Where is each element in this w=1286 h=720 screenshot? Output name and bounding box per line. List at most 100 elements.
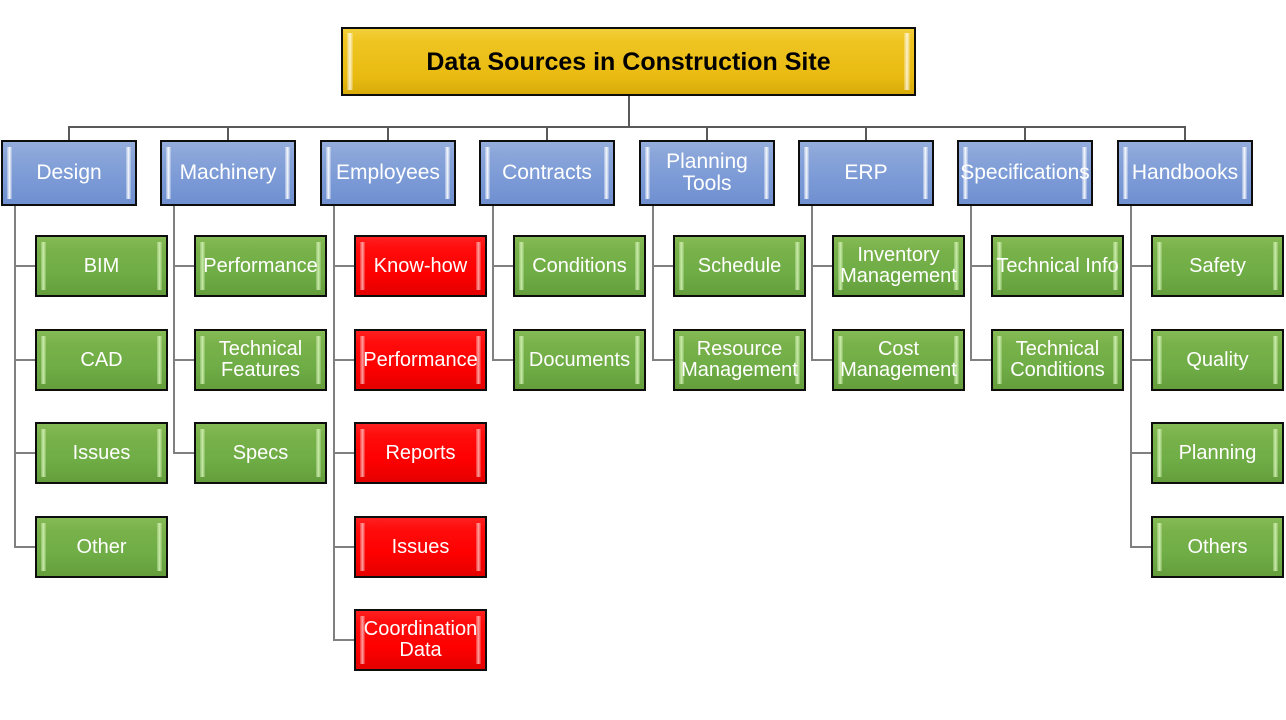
leaf-node-label: Cost Management bbox=[840, 338, 957, 381]
leaf-node-label: Technical Info bbox=[996, 254, 1119, 277]
leaf-node-label: Issues bbox=[391, 535, 450, 558]
root-node-label: Data Sources in Construction Site bbox=[426, 47, 831, 76]
leaf-node-label: Specs bbox=[232, 441, 289, 464]
connector-bus-drop bbox=[387, 126, 389, 140]
leaf-node-design-other[interactable]: Other bbox=[35, 516, 168, 578]
leaf-node-label: BIM bbox=[83, 254, 120, 277]
connector-bus bbox=[69, 126, 1185, 128]
leaf-node-specifications-technical-conditions[interactable]: Technical Conditions bbox=[991, 329, 1124, 391]
leaf-node-machinery-technical-features[interactable]: Technical Features bbox=[194, 329, 327, 391]
connector-bus-drop bbox=[1184, 126, 1186, 140]
connector-child-stub bbox=[333, 639, 354, 641]
leaf-node-specifications-technical-info[interactable]: Technical Info bbox=[991, 235, 1124, 297]
branch-node-contracts[interactable]: Contracts bbox=[479, 140, 615, 206]
connector-bus-drop bbox=[1024, 126, 1026, 140]
branch-node-design[interactable]: Design bbox=[1, 140, 137, 206]
connector-child-stub bbox=[173, 452, 194, 454]
leaf-node-label: Others bbox=[1187, 535, 1248, 558]
root-node-data-sources[interactable]: Data Sources in Construction Site bbox=[341, 27, 916, 96]
connector-child-stub bbox=[970, 265, 991, 267]
leaf-node-machinery-specs[interactable]: Specs bbox=[194, 422, 327, 484]
connector-child-stub bbox=[333, 546, 354, 548]
connector-child-stub bbox=[1130, 359, 1151, 361]
connector-branch-spine bbox=[1130, 206, 1132, 547]
leaf-node-design-cad[interactable]: CAD bbox=[35, 329, 168, 391]
connector-branch-spine bbox=[652, 206, 654, 360]
leaf-node-design-issues[interactable]: Issues bbox=[35, 422, 168, 484]
connector-child-stub bbox=[970, 359, 991, 361]
branch-node-employees[interactable]: Employees bbox=[320, 140, 456, 206]
branch-node-specifications[interactable]: Specifications bbox=[957, 140, 1093, 206]
branch-node-label: Machinery bbox=[179, 161, 277, 185]
leaf-node-machinery-performance[interactable]: Performance bbox=[194, 235, 327, 297]
leaf-node-employees-issues[interactable]: Issues bbox=[354, 516, 487, 578]
branch-node-label: Design bbox=[36, 161, 102, 185]
leaf-node-handbooks-planning[interactable]: Planning bbox=[1151, 422, 1284, 484]
connector-branch-spine bbox=[811, 206, 813, 360]
connector-child-stub bbox=[14, 452, 35, 454]
leaf-node-planning-tools-resource-management[interactable]: Resource Management bbox=[673, 329, 806, 391]
connector-child-stub bbox=[492, 359, 513, 361]
branch-node-label: Employees bbox=[336, 161, 440, 185]
leaf-node-handbooks-others[interactable]: Others bbox=[1151, 516, 1284, 578]
leaf-node-label: Performance bbox=[363, 348, 478, 371]
branch-node-label: Specifications bbox=[960, 161, 1090, 185]
connector-child-stub bbox=[333, 265, 354, 267]
branch-node-label: Handbooks bbox=[1131, 161, 1239, 185]
branch-node-machinery[interactable]: Machinery bbox=[160, 140, 296, 206]
leaf-node-label: Coordination Data bbox=[363, 618, 478, 661]
leaf-node-label: Issues bbox=[72, 441, 131, 464]
leaf-node-contracts-conditions[interactable]: Conditions bbox=[513, 235, 646, 297]
leaf-node-label: Technical Features bbox=[218, 338, 303, 381]
leaf-node-handbooks-quality[interactable]: Quality bbox=[1151, 329, 1284, 391]
leaf-node-label: Performance bbox=[203, 254, 318, 277]
branch-node-label: Contracts bbox=[502, 161, 592, 185]
connector-child-stub bbox=[14, 265, 35, 267]
connector-bus-drop bbox=[546, 126, 548, 140]
branch-node-erp[interactable]: ERP bbox=[798, 140, 934, 206]
connector-bus-drop bbox=[706, 126, 708, 140]
branch-node-label: Planning Tools bbox=[666, 150, 748, 195]
leaf-node-label: Schedule bbox=[697, 254, 782, 277]
connector-bus-drop bbox=[865, 126, 867, 140]
leaf-node-label: Inventory Management bbox=[840, 244, 957, 287]
leaf-node-erp-cost-management[interactable]: Cost Management bbox=[832, 329, 965, 391]
connector-child-stub bbox=[492, 265, 513, 267]
leaf-node-handbooks-safety[interactable]: Safety bbox=[1151, 235, 1284, 297]
connector-child-stub bbox=[1130, 452, 1151, 454]
branch-node-handbooks[interactable]: Handbooks bbox=[1117, 140, 1253, 206]
leaf-node-label: CAD bbox=[80, 348, 123, 371]
connector-branch-spine bbox=[492, 206, 494, 360]
branch-node-planning-tools[interactable]: Planning Tools bbox=[639, 140, 775, 206]
leaf-node-employees-coordination-data[interactable]: Coordination Data bbox=[354, 609, 487, 671]
connector-bus-drop bbox=[68, 126, 70, 140]
connector-child-stub bbox=[811, 265, 832, 267]
leaf-node-planning-tools-schedule[interactable]: Schedule bbox=[673, 235, 806, 297]
leaf-node-label: Safety bbox=[1189, 254, 1246, 277]
connector-root-trunk bbox=[628, 96, 630, 126]
leaf-node-employees-reports[interactable]: Reports bbox=[354, 422, 487, 484]
connector-child-stub bbox=[14, 359, 35, 361]
connector-child-stub bbox=[14, 546, 35, 548]
leaf-node-employees-performance[interactable]: Performance bbox=[354, 329, 487, 391]
leaf-node-contracts-documents[interactable]: Documents bbox=[513, 329, 646, 391]
connector-child-stub bbox=[652, 265, 673, 267]
connector-branch-spine bbox=[333, 206, 335, 640]
leaf-node-design-bim[interactable]: BIM bbox=[35, 235, 168, 297]
leaf-node-label: Planning bbox=[1178, 441, 1257, 464]
connector-child-stub bbox=[1130, 546, 1151, 548]
leaf-node-employees-know-how[interactable]: Know-how bbox=[354, 235, 487, 297]
leaf-node-label: Quality bbox=[1186, 348, 1249, 371]
leaf-node-label: Technical Conditions bbox=[1010, 338, 1105, 381]
connector-branch-spine bbox=[14, 206, 16, 547]
leaf-node-label: Resource Management bbox=[681, 338, 798, 381]
leaf-node-label: Other bbox=[76, 535, 127, 558]
leaf-node-label: Documents bbox=[528, 348, 631, 371]
connector-child-stub bbox=[1130, 265, 1151, 267]
branch-node-label: ERP bbox=[844, 161, 888, 185]
connector-child-stub bbox=[652, 359, 673, 361]
leaf-node-erp-inventory-management[interactable]: Inventory Management bbox=[832, 235, 965, 297]
connector-branch-spine bbox=[173, 206, 175, 453]
leaf-node-label: Reports bbox=[385, 441, 456, 464]
